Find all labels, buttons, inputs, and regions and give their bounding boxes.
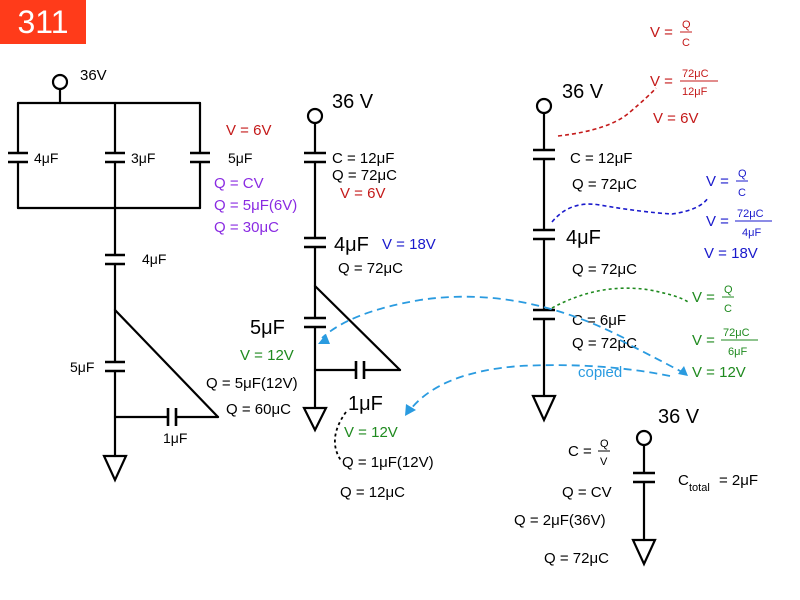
- arrow-head: [405, 404, 416, 416]
- capacitor-label: 1μF: [348, 393, 383, 415]
- charge-formula: Q = CV: [214, 175, 264, 192]
- charge-substitution: Q = 5μF(12V): [206, 375, 298, 392]
- equivalent-charge: Q = 72μC: [332, 167, 397, 184]
- charge-substitution: Q = 5μF(6V): [214, 197, 297, 214]
- fraction-numerator: 72μC: [682, 68, 709, 80]
- capacitor-voltage: V = 12V: [344, 424, 398, 441]
- problem-number-badge: 311: [0, 0, 86, 44]
- fraction-denominator: 6μF: [728, 346, 747, 358]
- capacitance-formula: C =: [568, 443, 592, 460]
- parallel-voltage: V = 6V: [226, 122, 271, 139]
- capacitor-voltage: V = 12V: [240, 347, 294, 364]
- charge-result: Q = 72μC: [544, 550, 609, 567]
- capacitor-label: 4μF: [566, 227, 601, 249]
- total-capacitance-subscript: total: [689, 482, 710, 494]
- capacitor-label: 4μF: [34, 150, 58, 166]
- fraction-denominator: V: [600, 456, 608, 468]
- charge-label: Q = 72μC: [572, 261, 637, 278]
- charge-result: Q = 12μC: [340, 484, 405, 501]
- fraction-denominator: 4μF: [742, 227, 761, 239]
- total-capacitance-symbol: C: [678, 472, 689, 489]
- v-equals: V =: [692, 332, 715, 349]
- ground-symbol: [631, 538, 657, 567]
- fraction-denominator: C: [682, 37, 690, 49]
- arrow-head: [678, 366, 688, 376]
- capacitor-label: 5μF: [70, 359, 94, 375]
- equivalent-capacitance: C = 12μF: [332, 150, 394, 167]
- capacitor-label: 5μF: [228, 150, 252, 166]
- circuit-4: 36 V C = Q V C total = 2μF Q = CV Q = 2μ…: [514, 406, 758, 567]
- fraction-numerator: 72μC: [723, 327, 750, 339]
- charge-formula: Q = CV: [562, 484, 612, 501]
- charge-label: Q = 72μC: [572, 176, 637, 193]
- parallel-calculation: V = 6V Q = CV Q = 5μF(6V) Q = 30μC: [214, 122, 297, 236]
- voltage-result: V = 18V: [704, 245, 758, 262]
- charge-label: Q = 72μC: [572, 335, 637, 352]
- capacitor-label: 1μF: [163, 430, 187, 446]
- charge-result: Q = 60μC: [226, 401, 291, 418]
- source-voltage-label: 36 V: [332, 91, 374, 113]
- source-voltage-label: 36 V: [562, 81, 604, 103]
- fraction-denominator: C: [724, 303, 732, 315]
- v-equals: V =: [706, 213, 729, 230]
- v-equals: V =: [650, 73, 673, 90]
- voltage-result: V = 6V: [653, 110, 698, 127]
- ground-symbol: [102, 454, 128, 483]
- fraction-denominator: C: [738, 187, 746, 199]
- capacitance-label: C = 6μF: [572, 312, 626, 329]
- circuit-1: 36V 4μF 3μF 5μF 4μF 5μF: [8, 67, 252, 483]
- capacitor-charge: Q = 72μC: [338, 260, 403, 277]
- fraction-denominator: 12μF: [682, 86, 708, 98]
- source-voltage-label: 36V: [80, 67, 107, 84]
- copied-arrows: copied: [318, 295, 688, 416]
- fraction-numerator: Q: [724, 284, 733, 296]
- voltage-source-terminal: [306, 107, 324, 125]
- capacitor-label: 4μF: [334, 234, 369, 256]
- notes-blue: V = Q C V = 72μC 4μF V = 18V: [551, 168, 772, 262]
- fraction-numerator: 72μC: [737, 208, 764, 220]
- charge-result: Q = 30μC: [214, 219, 279, 236]
- fraction-numerator: Q: [682, 19, 691, 31]
- ground-symbol: [302, 406, 328, 433]
- v-equals: V =: [706, 173, 729, 190]
- capacitor-voltage: V = 18V: [382, 236, 436, 253]
- fraction-numerator: Q: [600, 438, 609, 450]
- circuit-3: 36 V C = 12μF Q = 72μC 4μF Q = 72μC C = …: [531, 81, 637, 423]
- charge-substitution: Q = 1μF(12V): [342, 454, 434, 471]
- fraction-numerator: Q: [738, 168, 747, 180]
- capacitor-label: 3μF: [131, 150, 155, 166]
- voltage-source-terminal: [51, 73, 69, 91]
- charge-substitution: Q = 2μF(36V): [514, 512, 606, 529]
- arrow-head: [318, 334, 330, 344]
- voltage-source-terminal: [535, 97, 553, 115]
- equivalent-voltage: V = 6V: [340, 185, 385, 202]
- voltage-source-terminal: [635, 429, 653, 447]
- copied-label: copied: [578, 364, 622, 381]
- notes-red: V = Q C V = 72μC 12μF V = 6V: [557, 19, 718, 137]
- capacitor-label: 4μF: [142, 251, 166, 267]
- capacitor-label: 5μF: [250, 317, 285, 339]
- source-voltage-label: 36 V: [658, 406, 700, 428]
- v-equals: V =: [692, 289, 715, 306]
- circuit-2: 36 V C = 12μF Q = 72μC V = 6V 4μF V = 18…: [206, 91, 436, 501]
- total-capacitance-value: = 2μF: [719, 472, 758, 489]
- notes-green: V = Q C V = 72μC 6μF V = 12V: [551, 284, 758, 381]
- capacitance-label: C = 12μF: [570, 150, 632, 167]
- voltage-result: V = 12V: [692, 364, 746, 381]
- v-equals: V =: [650, 24, 673, 41]
- ground-symbol: [531, 394, 557, 423]
